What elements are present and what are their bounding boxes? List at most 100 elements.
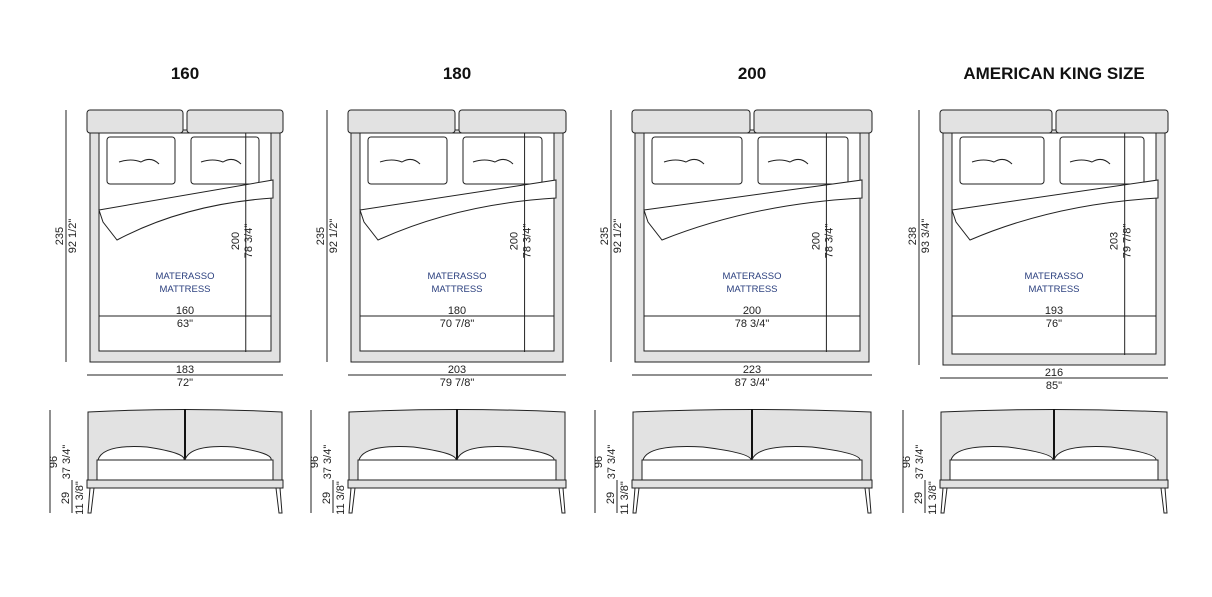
overall-length-in: 92 1/2" [612,219,624,254]
bed-size-title: AMERICAN KING SIZE [963,64,1144,83]
headboard-cushion-right [753,109,873,134]
pillow-front-left [97,446,185,461]
mattress-length-cm: 200 [230,232,242,250]
mattress-length-in: 79 7/8" [1122,224,1134,259]
mattress-front [949,459,1159,481]
pillow-front-right [184,446,272,461]
leg-left [87,487,95,514]
bed-rail [939,479,1169,489]
overall-length-cm: 238 [907,227,919,245]
leg-left [632,487,640,514]
frame-height-in: 11 3/8" [619,481,631,515]
headboard-cushion-left [347,109,456,134]
mattress-length-in: 78 3/4" [522,224,534,259]
overall-width-in: 72" [177,377,193,389]
mattress-width-in: 63" [177,318,193,330]
headboard-cushion-left [631,109,751,134]
pillow-crease-left [971,158,1013,165]
overall-width-in: 79 7/8" [440,377,475,389]
frame-height-cm: 29 [321,492,333,504]
bed-rail [631,479,873,489]
height-cm: 96 [309,456,321,468]
overall-width-cm: 183 [176,364,194,376]
duvet-fold [951,179,1159,241]
leg-right [275,487,283,514]
overall-length-in: 93 3/4" [920,219,932,254]
pillow-crease-left [118,158,160,165]
pillow-crease-right [767,158,809,165]
pillow-crease-left [663,158,705,165]
leg-left [940,487,948,514]
frame-height-in: 11 3/8" [74,481,86,515]
frame-height-in: 11 3/8" [335,481,347,515]
height-in: 37 3/4" [61,445,73,480]
overall-width-cm: 223 [743,364,761,376]
mattress-label-en: MATTRESS [1028,284,1079,295]
mattress-length-cm: 200 [509,232,521,250]
mattress-front [96,459,274,481]
pillow-crease-left [379,158,421,165]
height-cm: 96 [901,456,913,468]
headboard-cushion-right [186,109,284,134]
mattress-front [357,459,557,481]
height-cm: 96 [48,456,60,468]
pillow-right [1059,136,1145,185]
overall-length-in: 92 1/2" [67,219,79,254]
overall-width-cm: 203 [448,364,466,376]
mattress-length-in: 78 3/4" [243,224,255,259]
mattress-width-in: 76" [1046,318,1062,330]
overall-length-cm: 235 [315,227,327,245]
mattress-label-it: MATERASSO [428,271,487,282]
height-in: 37 3/4" [322,445,334,480]
frame-height-cm: 29 [913,492,925,504]
mattress-label-en: MATTRESS [726,284,777,295]
pillow-front-left [358,446,457,461]
height-in: 37 3/4" [606,445,618,480]
pillow-left [367,136,448,185]
headboard-cushion-left [86,109,184,134]
mattress-length-cm: 200 [810,232,822,250]
overall-width-cm: 216 [1045,367,1063,379]
pillow-left [106,136,176,185]
leg-right [1160,487,1168,514]
mattress-label-it: MATERASSO [1025,271,1084,282]
frame-height-cm: 29 [60,492,72,504]
leg-left [348,487,356,514]
overall-length-in: 92 1/2" [328,219,340,254]
mattress-label-it: MATERASSO [723,271,782,282]
leg-right [864,487,872,514]
overall-width-in: 85" [1046,380,1062,392]
pillow-front-right [751,446,861,461]
headboard-cushion-right [458,109,567,134]
mattress-width-in: 70 7/8" [440,318,475,330]
bed-rail [86,479,284,489]
pillow-crease-right [472,158,514,165]
pillow-front-left [642,446,752,461]
headboard-cushion-right [1055,109,1169,134]
mattress-width-cm: 180 [448,305,466,317]
frame-height-in: 11 3/8" [927,481,939,515]
mattress-front [641,459,863,481]
duvet-fold [98,179,274,241]
mattress-length-cm: 203 [1109,232,1121,250]
mattress-width-cm: 200 [743,305,761,317]
bed-size-title: 200 [738,64,766,83]
mattress-width-in: 78 3/4" [735,318,770,330]
overall-length-cm: 235 [54,227,66,245]
bed-size-title: 180 [443,64,471,83]
pillow-left [651,136,743,185]
frame-height-cm: 29 [605,492,617,504]
duvet-fold [359,179,557,241]
pillow-crease-right [1069,158,1111,165]
pillow-right [462,136,543,185]
